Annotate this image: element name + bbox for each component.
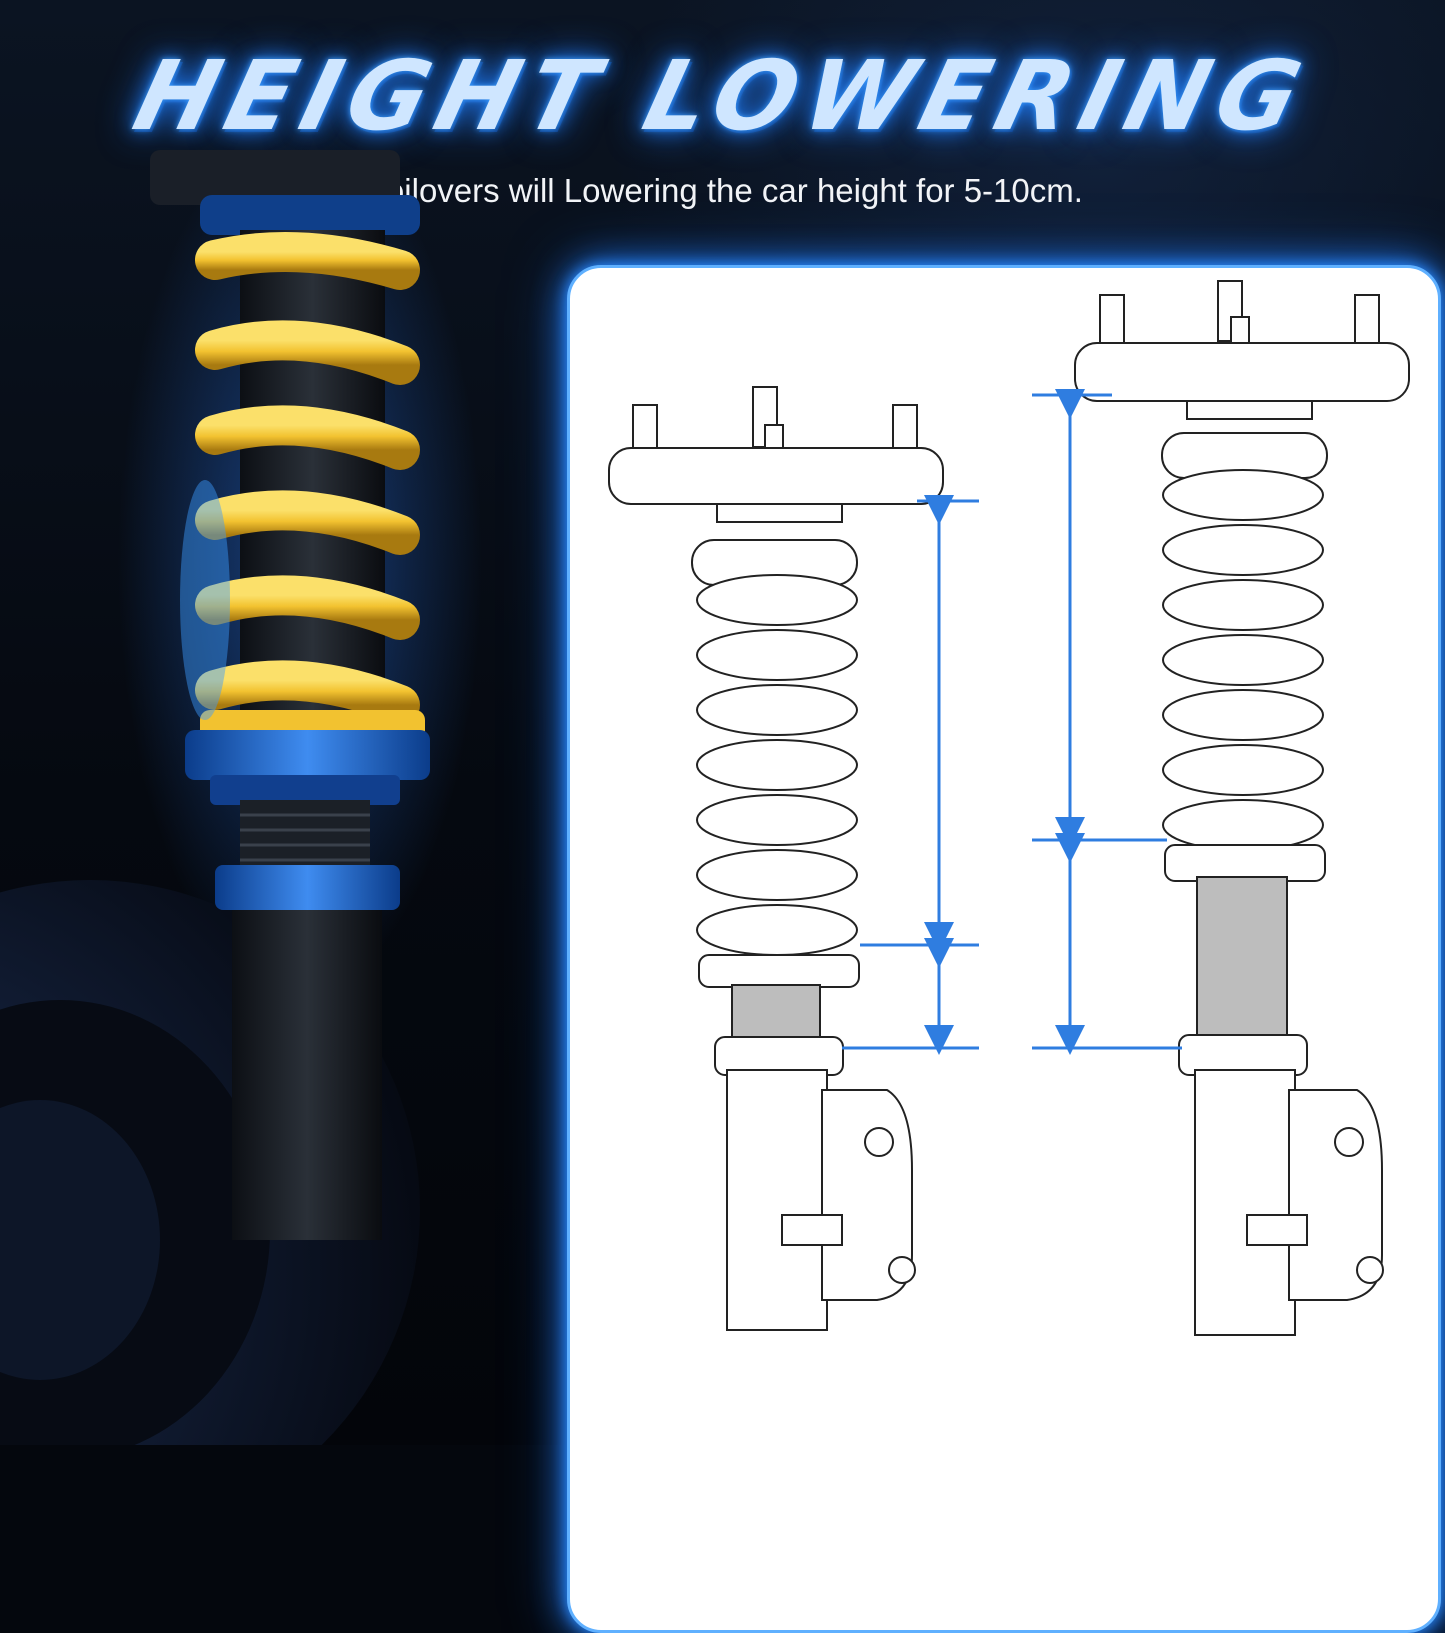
page-title: HEIGHT LOWERING <box>123 40 1322 152</box>
page-subtitle: Coilovers will Lowering the car height f… <box>362 172 1083 209</box>
standard-coilover-icon <box>1074 280 1410 1336</box>
left-measure-lines <box>842 495 979 1055</box>
coilover-product-icon <box>0 150 430 1445</box>
diagram-area <box>608 280 1410 1336</box>
lowered-coilover-icon <box>608 386 944 1331</box>
right-measure-lines <box>1032 389 1182 1055</box>
